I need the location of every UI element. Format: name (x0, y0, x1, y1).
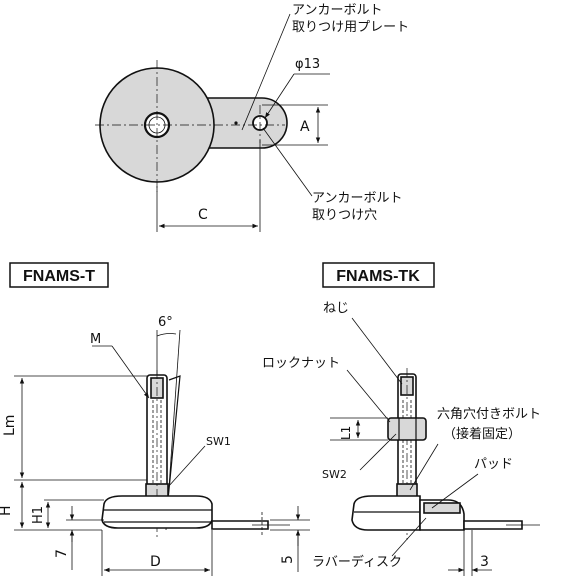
dim-3-label: 3 (480, 554, 489, 570)
sw2-label: SW2 (322, 468, 347, 481)
hole-diameter-label: φ13 (295, 57, 320, 72)
fnams-tk-title: FNAMS-TK (336, 268, 420, 285)
sw1-label: SW1 (206, 435, 231, 448)
hex-bolt-label-1: 六角穴付きボルト (437, 407, 541, 422)
anchor-plate (199, 97, 288, 149)
anchor-plate-label-1: アンカーボルト (292, 3, 382, 18)
h-label: H (0, 505, 14, 516)
dim-d-label: D (150, 554, 161, 570)
dim-c-label: C (198, 207, 208, 223)
anchor-hole-label-1: アンカーボルト (312, 191, 402, 206)
base-pad (101, 495, 213, 529)
tk-base-pad (351, 495, 421, 531)
pad-label: パッド (474, 457, 513, 472)
thread-m-label: M (90, 332, 101, 347)
fnams-t-view: FNAMS-T 6° M SW1 (0, 262, 310, 576)
lm-label: Lm (2, 415, 18, 436)
dim-7-label: 7 (54, 549, 70, 558)
angle-label: 6° (158, 315, 173, 330)
fnams-t-title: FNAMS-T (23, 268, 95, 285)
dim-5-label: 5 (280, 555, 296, 564)
l1-label: L1 (339, 426, 353, 440)
h1-label: H1 (31, 506, 46, 524)
neji-label: ねじ (323, 301, 349, 316)
anchor-hole-label-2: 取りつけ穴 (312, 208, 377, 223)
top-view: A φ13 アンカーボルト 取りつけ用プレート アンカーボルト 取りつけ穴 C (95, 3, 409, 232)
rubber-disk-label: ラバーディスク (312, 554, 402, 570)
anchor-plate-label-2: 取りつけ用プレート (292, 20, 409, 35)
hex-bolt-label-2: （接着固定） (443, 426, 521, 442)
lock-nut-label: ロックナット (262, 356, 340, 371)
dim-a-label: A (300, 119, 310, 135)
fnams-tk-view: FNAMS-TK ねじ ロックナット L1 SW2 六角穴付きボル (262, 262, 541, 576)
